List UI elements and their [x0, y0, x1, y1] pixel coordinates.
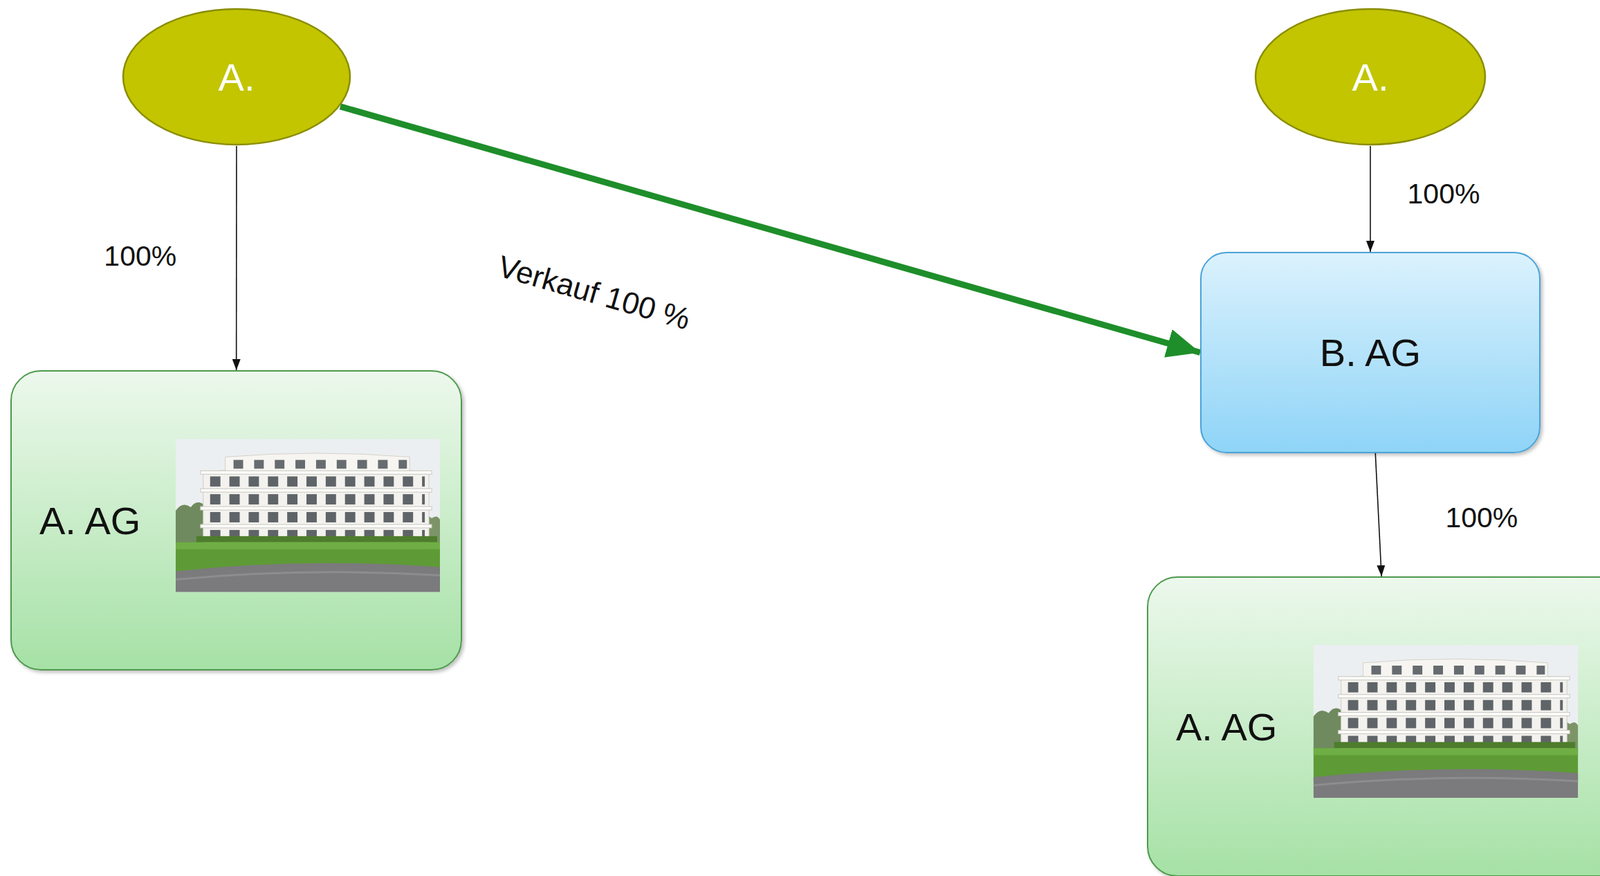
node-label: A. AG: [1175, 704, 1277, 750]
ownership-arrow: [235, 145, 238, 371]
edge-label: 100%: [1445, 500, 1518, 534]
node-label: A.: [218, 54, 256, 100]
building-photo: [1313, 644, 1578, 798]
sale-arrow: [340, 106, 1201, 353]
node-label: B. AG: [1319, 329, 1421, 375]
ellipse-shape: [123, 8, 351, 145]
ownership-arrow: [1369, 145, 1372, 252]
building-photo: [175, 438, 440, 593]
company-box: A. AG: [1146, 576, 1600, 876]
owner-ellipse: A.: [121, 7, 352, 146]
holding-box: B. AG: [1200, 251, 1541, 454]
edge-label: 100%: [103, 239, 177, 272]
building-photo: [1312, 644, 1579, 798]
ownership-arrow: [1375, 453, 1382, 577]
owner-ellipse: A.: [1254, 7, 1487, 146]
ellipse-shape: [1255, 8, 1486, 145]
building-photo: [175, 439, 440, 593]
node-label: A.: [1352, 54, 1390, 100]
edge-label: Verkauf 100 %: [493, 249, 694, 337]
edge-label: 100%: [1407, 177, 1481, 210]
node-label: A. AG: [39, 498, 141, 544]
company-box: A. AG: [10, 370, 463, 671]
